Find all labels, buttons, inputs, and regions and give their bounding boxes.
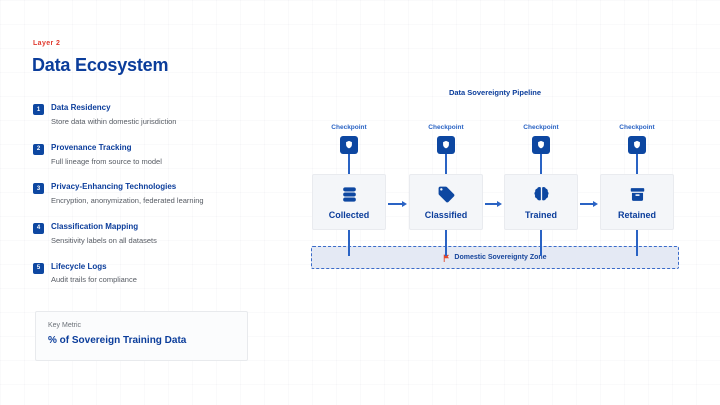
flow-arrow xyxy=(485,200,502,208)
flow-arrow xyxy=(580,200,598,208)
connector-line xyxy=(635,230,639,256)
principle-desc: Store data within domestic jurisdiction xyxy=(51,116,177,126)
principle-title: Privacy-Enhancing Technologies xyxy=(51,182,177,192)
stage-label: Trained xyxy=(524,209,557,220)
connector-line xyxy=(444,154,448,174)
pipeline-title: Data Sovereignty Pipeline xyxy=(448,88,542,97)
stage-box: Collected xyxy=(312,174,386,230)
stage-box: Retained xyxy=(600,174,674,230)
connector-line xyxy=(347,230,351,256)
principle-desc: Full lineage from source to model xyxy=(51,156,162,166)
principle-title: Provenance Tracking xyxy=(51,142,132,152)
list-item: 4 Classification Mapping Sensitivity lab… xyxy=(33,222,273,246)
principle-desc: Encryption, anonymization, federated lea… xyxy=(51,196,204,206)
pipeline-stage-classified: Checkpoint Classified xyxy=(409,118,483,268)
connector-line xyxy=(444,230,448,256)
list-item: 2 Provenance Tracking Full lineage from … xyxy=(33,143,273,167)
number-badge: 5 xyxy=(33,262,44,274)
flow-arrow xyxy=(388,200,407,208)
layer-label: Layer 2 xyxy=(33,40,61,47)
checkpoint-node xyxy=(532,136,550,154)
shield-icon xyxy=(441,140,451,150)
number-badge: 2 xyxy=(33,143,44,155)
pipeline-stage-collected: Checkpoint Collected xyxy=(312,118,386,268)
shield-icon xyxy=(344,140,354,150)
key-metric-label: Key Metric xyxy=(48,322,82,329)
checkpoint-node xyxy=(340,136,358,154)
number-badge: 3 xyxy=(33,183,44,195)
arrow-head-icon xyxy=(402,201,407,207)
checkpoint-label: Checkpoint xyxy=(428,124,464,131)
number-badge: 1 xyxy=(33,104,44,115)
tag-icon xyxy=(437,185,456,204)
stage-label: Retained xyxy=(617,209,656,220)
arrow-head-icon xyxy=(593,201,598,207)
database-icon xyxy=(340,185,359,204)
checkpoint-node xyxy=(437,136,455,154)
zone-label: Domestic Sovereignty Zone xyxy=(454,254,547,261)
shield-icon xyxy=(536,140,546,150)
brain-icon xyxy=(532,185,551,204)
archive-icon xyxy=(628,185,647,204)
checkpoint-node xyxy=(628,136,646,154)
list-item: 1 Data Residency Store data within domes… xyxy=(33,103,273,127)
connector-line xyxy=(539,154,543,174)
connector-line xyxy=(635,154,639,174)
list-item: 5 Lifecycle Logs Audit trails for compli… xyxy=(33,262,273,286)
checkpoint-label: Checkpoint xyxy=(331,124,367,131)
principles-list: 1 Data Residency Store data within domes… xyxy=(33,103,273,301)
principle-desc: Audit trails for compliance xyxy=(51,275,137,285)
connector-line xyxy=(539,230,543,256)
pipeline-stage-retained: Checkpoint Retained xyxy=(600,118,674,268)
connector-line xyxy=(347,154,351,174)
checkpoint-label: Checkpoint xyxy=(619,124,655,131)
list-item: 3 Privacy-Enhancing Technologies Encrypt… xyxy=(33,182,273,206)
stage-box: Classified xyxy=(409,174,483,230)
pipeline-diagram: Data Sovereignty Pipeline Checkpoint Col… xyxy=(311,88,679,276)
principle-title: Data Residency xyxy=(51,103,111,112)
stage-box: Trained xyxy=(504,174,578,230)
number-badge: 4 xyxy=(33,222,44,234)
principle-title: Classification Mapping xyxy=(51,221,139,231)
arrow-head-icon xyxy=(497,201,502,207)
pipeline-stage-trained: Checkpoint Trained xyxy=(504,118,578,268)
shield-icon xyxy=(632,140,642,150)
key-metric-card: Key Metric % of Sovereign Training Data xyxy=(35,311,248,361)
stage-label: Collected xyxy=(328,209,370,220)
sovereignty-zone-band: Domestic Sovereignty Zone xyxy=(311,246,679,269)
stage-label: Classified xyxy=(424,209,468,220)
checkpoint-label: Checkpoint xyxy=(523,124,559,131)
principle-title: Lifecycle Logs xyxy=(51,261,107,271)
page-title: Data Ecosystem xyxy=(32,55,169,75)
principle-desc: Sensitivity labels on all datasets xyxy=(51,235,157,245)
key-metric-value: % of Sovereign Training Data xyxy=(48,335,187,346)
